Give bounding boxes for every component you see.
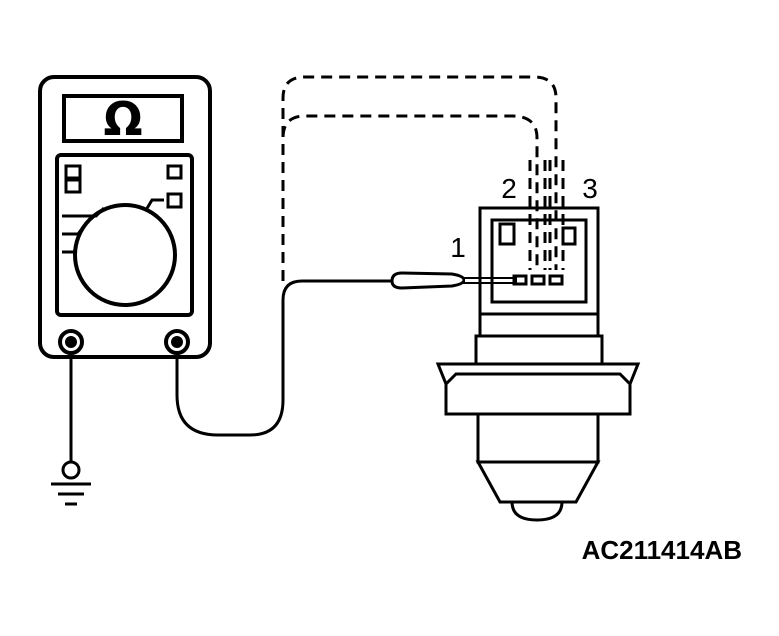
- terminal-pin-3[interactable]: [561, 226, 577, 246]
- test-lead: [175, 271, 517, 437]
- terminal-pin-right: [548, 274, 564, 286]
- sensor-shaft: [476, 412, 600, 464]
- terminal-pin-1[interactable]: [512, 274, 528, 286]
- pin-labels: 1 2 3: [450, 173, 598, 263]
- figure-code: AC211414AB: [582, 535, 742, 565]
- multimeter-dial-panel: [55, 153, 194, 317]
- dashed-lead-to-pin-3: [281, 75, 558, 281]
- dashed-probe-right: [548, 160, 565, 270]
- sensor-tip: [510, 500, 564, 522]
- multimeter-display: [62, 94, 184, 143]
- ground-icon: [51, 482, 91, 506]
- connector-housing: [478, 206, 600, 316]
- range-marker-left-2: [64, 178, 82, 194]
- alternate-test-leads: [281, 75, 565, 281]
- multimeter-body: [38, 75, 212, 359]
- ground-node: [61, 460, 81, 480]
- sensor-body: [435, 312, 641, 522]
- sensor-collar: [474, 334, 604, 366]
- ohm-symbol: Ω: [103, 92, 142, 146]
- v-ohm-terminal-pin: [171, 336, 183, 348]
- terminal-pin-2[interactable]: [498, 222, 516, 246]
- test-lead-wire: [175, 279, 392, 437]
- range-marker-right: [166, 164, 183, 180]
- dashed-lead-to-pin-2: [281, 114, 539, 281]
- dashed-probe-left: [528, 160, 547, 270]
- sensor-flange: [435, 362, 641, 416]
- sensor-tip-taper: [475, 460, 601, 504]
- probe-handle[interactable]: [390, 271, 466, 290]
- terminal-pin-center: [530, 274, 546, 286]
- range-marker-left: [64, 164, 82, 180]
- sensor-flange-bevel: [444, 372, 632, 386]
- sensor-connector: [478, 206, 600, 316]
- probe-tip: [463, 277, 517, 284]
- connector-cavity: [490, 218, 588, 304]
- pin-label-2: 2: [501, 173, 517, 204]
- sensor-neck: [478, 312, 600, 338]
- multimeter: Ω: [38, 75, 212, 359]
- rotary-selector-dial[interactable]: [73, 203, 177, 307]
- range-marker-right-2: [166, 192, 183, 209]
- pin-label-3: 3: [582, 173, 598, 204]
- ground-lead: [51, 353, 91, 506]
- pin-label-1: 1: [450, 232, 466, 263]
- com-terminal-pin: [65, 336, 77, 348]
